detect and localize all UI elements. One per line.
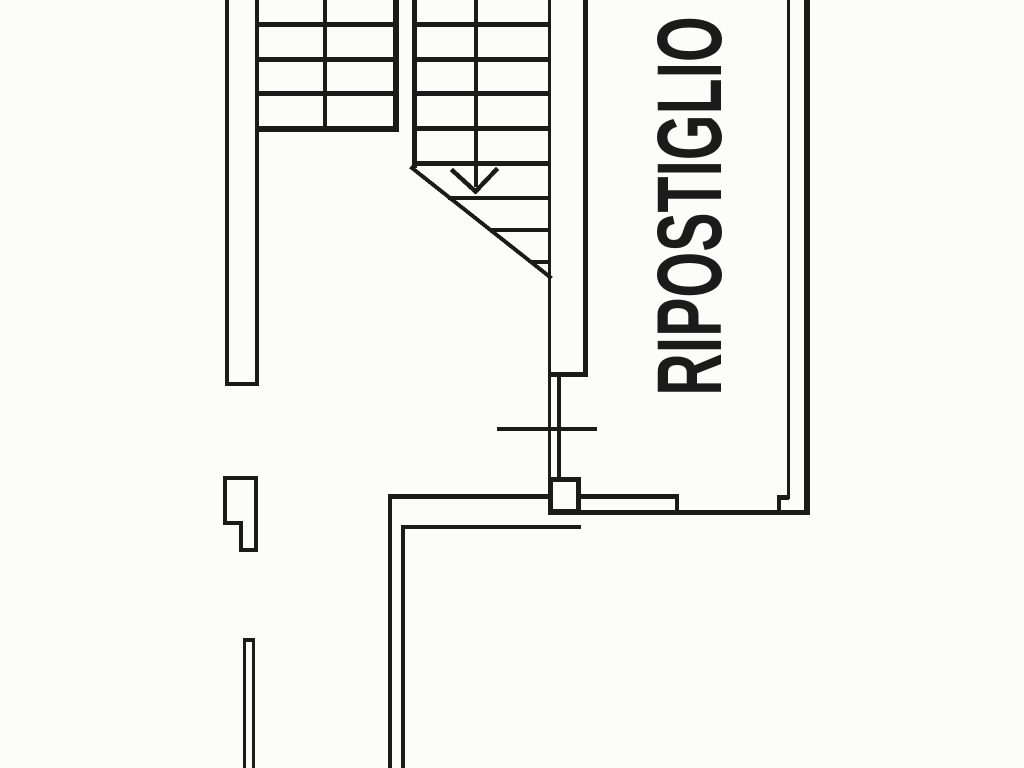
central-stair-wall: [557, 372, 561, 478]
wall-junction-pier: [548, 477, 581, 514]
left-exterior-wall: [225, 0, 259, 386]
left-door-jamb: [223, 476, 258, 552]
stair-section-diagonal: [409, 165, 553, 280]
stair-direction-arrow: [449, 0, 500, 195]
lower-stair-flight: [412, 0, 588, 478]
lower-left-wall: [243, 638, 255, 768]
room-label-ripostiglio: RIPOSTIGLIO: [639, 16, 741, 396]
corridor-left-wall: [388, 494, 581, 768]
storage-room-wall: [548, 0, 810, 515]
upper-stair-flight: [255, 0, 399, 132]
door-threshold-tick: [497, 427, 597, 431]
